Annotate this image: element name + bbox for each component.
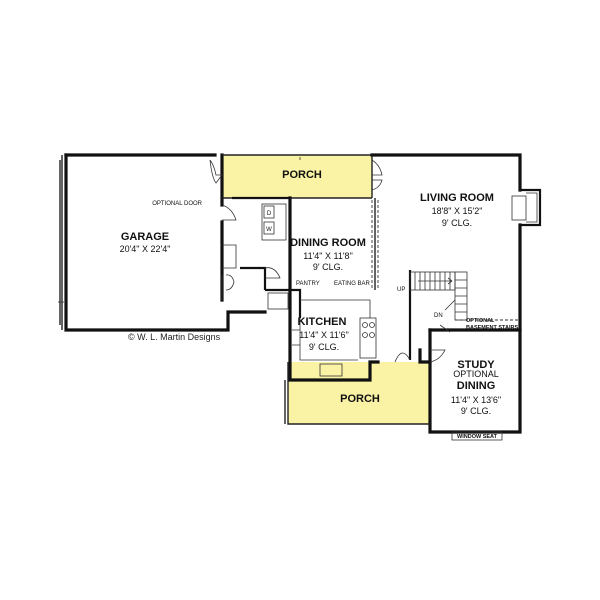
dn-note: DN bbox=[434, 313, 443, 319]
window-seat bbox=[429, 349, 503, 441]
study-ceiling: 9' CLG. bbox=[461, 406, 491, 416]
washer-label: W bbox=[266, 227, 272, 233]
up-note: UP bbox=[397, 287, 405, 293]
porch-doors bbox=[371, 159, 383, 191]
basement-note-2: BASEMENT STAIRS bbox=[466, 325, 518, 331]
kitchen-ceiling: 9' CLG. bbox=[309, 342, 339, 352]
kitchen-fixtures bbox=[290, 288, 377, 377]
study-alt-1: OPTIONAL bbox=[453, 369, 499, 379]
dryer-label: D bbox=[267, 211, 272, 217]
window-seat-note: WINDOW SEAT bbox=[457, 434, 498, 440]
study-size: 11'4" X 13'6" bbox=[451, 395, 501, 405]
garage-name: GARAGE bbox=[121, 231, 169, 243]
porch-top-name: PORCH bbox=[282, 169, 322, 181]
living-room-size: 18'8" X 15'2" bbox=[432, 206, 483, 216]
porch-bottom-walls bbox=[284, 352, 430, 425]
porch-top-fill bbox=[222, 155, 372, 198]
dining-room-name: DINING ROOM bbox=[290, 237, 366, 249]
garage-size: 20'4" X 22'4" bbox=[120, 244, 171, 254]
house-walls bbox=[288, 153, 522, 434]
porch-bottom-fill bbox=[288, 362, 430, 424]
dining-room-size: 11'4" X 11'8" bbox=[303, 251, 353, 261]
stairs bbox=[408, 270, 520, 360]
living-room-name: LIVING ROOM bbox=[420, 192, 494, 204]
basement-note-1: OPTIONAL bbox=[466, 318, 495, 324]
pantry-note: PANTRY bbox=[296, 281, 320, 287]
living-room-ceiling: 9' CLG. bbox=[442, 218, 472, 228]
laundry-area bbox=[220, 196, 292, 312]
eating-bar-note: EATING BAR bbox=[334, 281, 371, 287]
porch-bottom-name: PORCH bbox=[340, 393, 380, 405]
fireplace bbox=[511, 188, 542, 227]
optional-door-note: OPTIONAL DOOR bbox=[152, 201, 202, 207]
kitchen-name: KITCHEN bbox=[298, 316, 347, 328]
dining-room-ceiling: 9' CLG. bbox=[313, 262, 343, 272]
garage-walls bbox=[58, 153, 267, 332]
study-alt-2: DINING bbox=[457, 380, 496, 392]
copyright-text: © W. L. Martin Designs bbox=[128, 332, 221, 342]
kitchen-size: 11'4" X 11'6" bbox=[299, 330, 349, 340]
study-name: STUDY bbox=[457, 359, 495, 371]
